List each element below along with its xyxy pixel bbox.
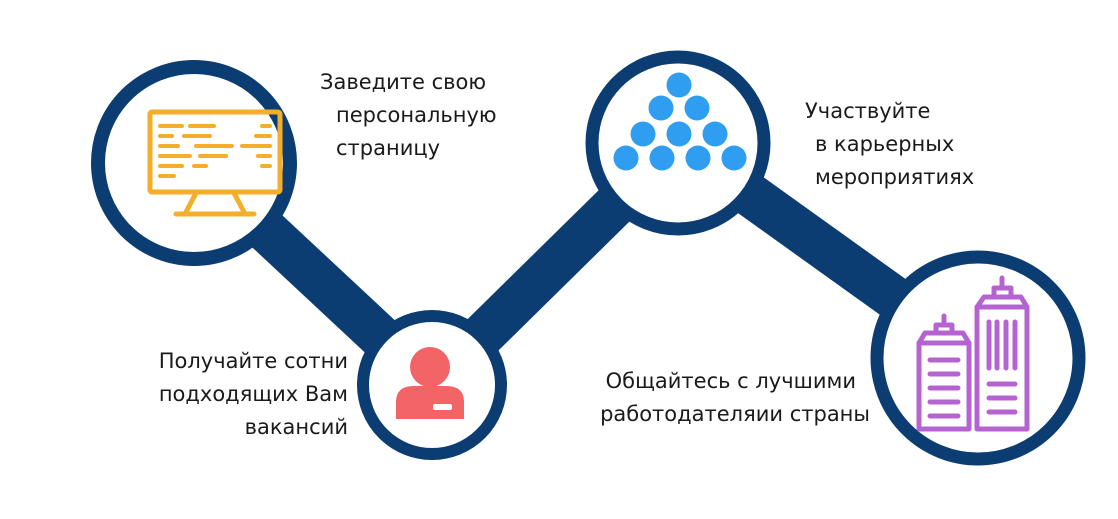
person-icon [396,347,464,419]
step-4-line-1: Общайтесь с лучшими [605,369,856,393]
step-3-caption: Участвуйте в карьерных мероприятиях [805,95,974,194]
step-4-line-2: работодателяии страны [600,402,870,426]
step-2-line-2: подходящих Вам [158,382,348,406]
monitor-icon [147,109,283,217]
step-1-caption: Заведите свою персональную страницу [320,66,497,165]
dots-pyramid-icon [613,72,747,171]
step-1-line-3: страницу [336,136,441,160]
step-1-line-1: Заведите свою [320,70,487,94]
buildings-icon [916,275,1030,432]
step-2-line-3: вакансий [244,415,348,439]
step-2-caption: Получайте сотни подходящих Вам вакансий [132,345,348,444]
step-3-line-1: Участвуйте [805,99,931,123]
step-3-line-2: в карьерных [815,132,955,156]
step-4-caption: Общайтесь с лучшими работодателяии стран… [572,365,870,431]
step-2-line-1: Получайте сотни [158,349,348,373]
step-3-line-3: мероприятиях [815,165,975,189]
circle-step-1 [91,60,297,266]
step-1-line-2: персональную [336,103,497,127]
